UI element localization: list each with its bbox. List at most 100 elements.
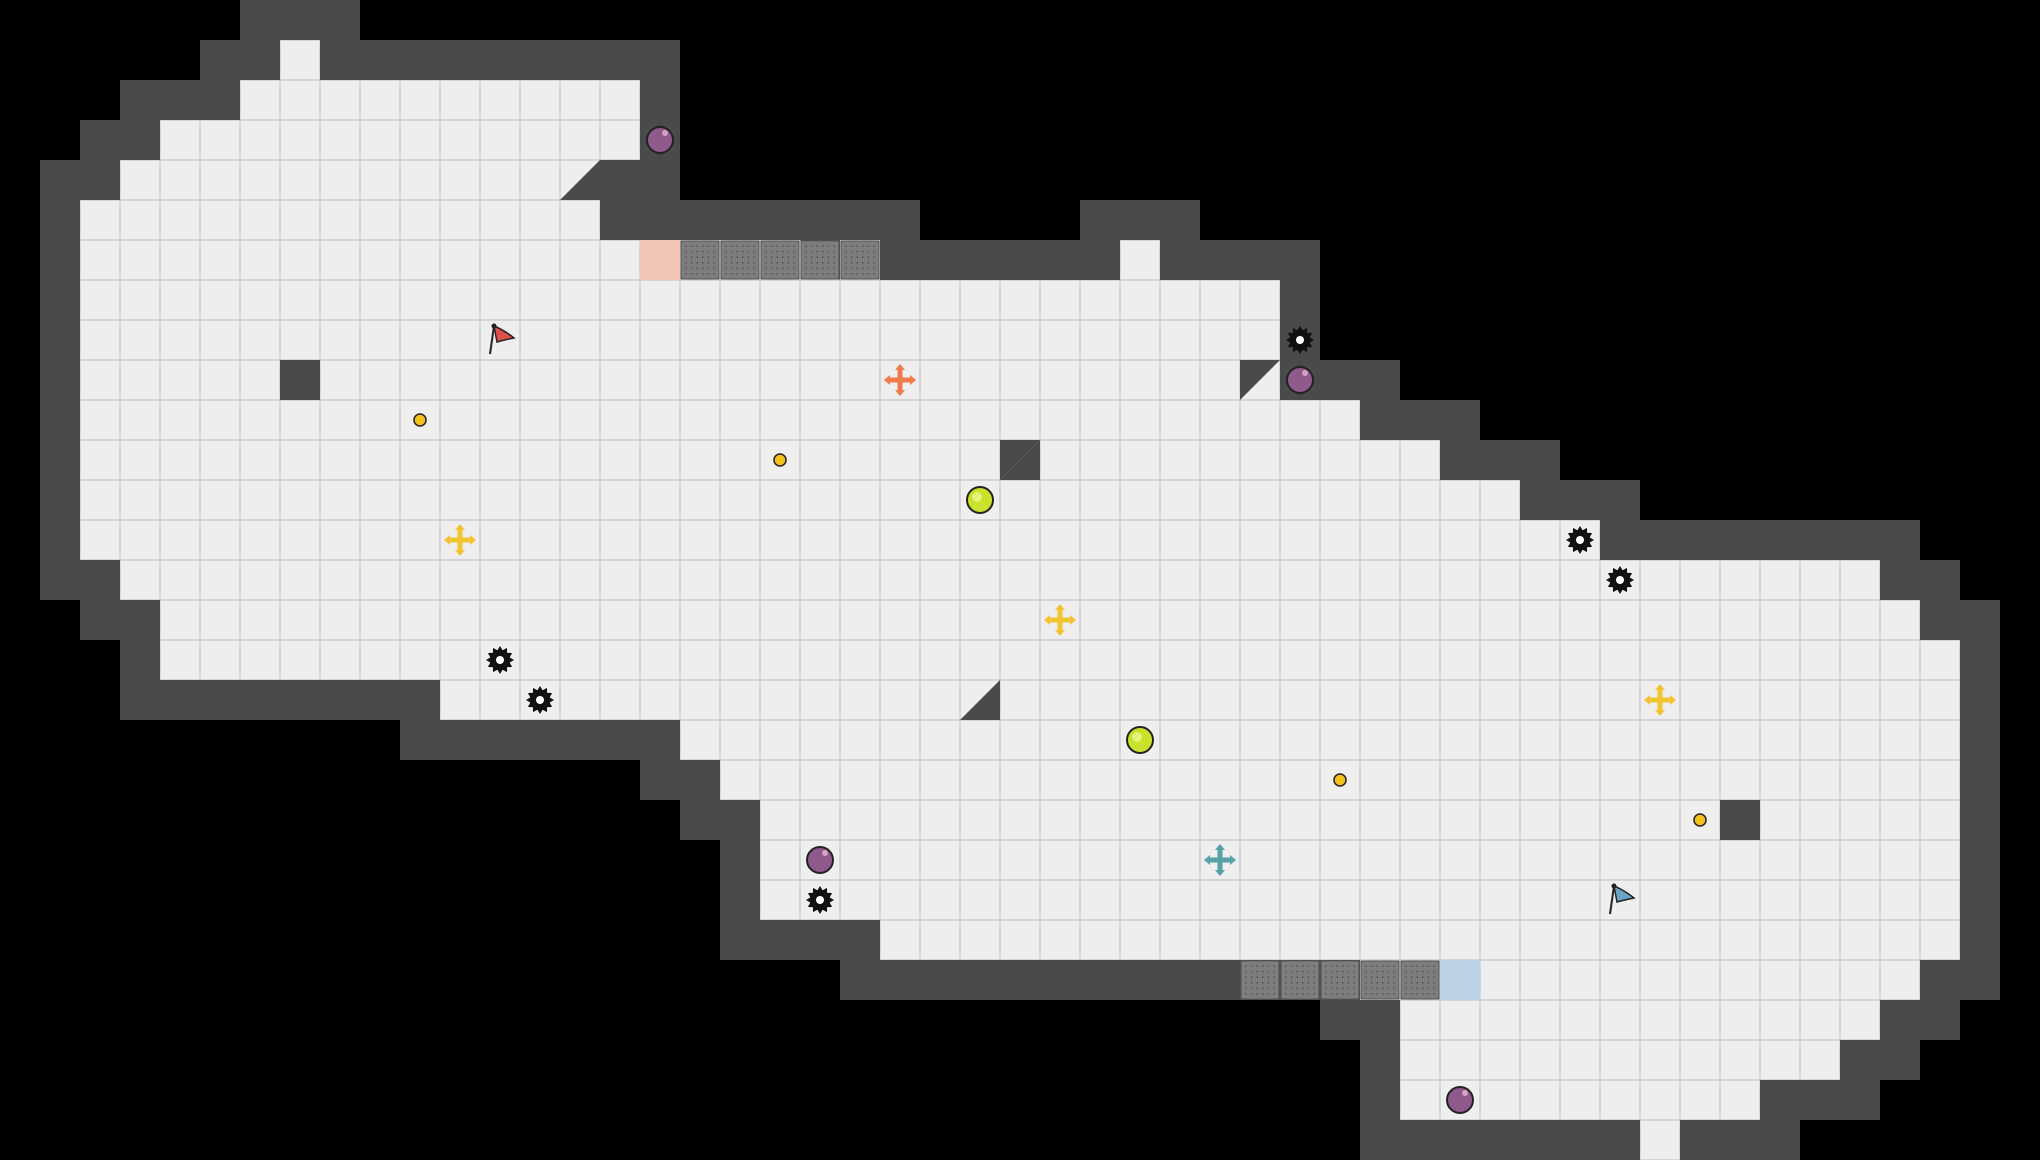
floor-tile (1040, 560, 1080, 600)
gate-grid-dot (1285, 987, 1287, 990)
gate-grid-dot (856, 267, 859, 270)
yellow-boost-icon[interactable] (444, 524, 476, 556)
floor-tile (1560, 800, 1600, 840)
red-team-zone (640, 240, 680, 280)
floor-tile (1920, 840, 1960, 880)
red-boost-icon[interactable] (884, 364, 916, 396)
floor-tile (1480, 920, 1520, 960)
gate-icon[interactable] (800, 240, 840, 280)
floor-tile (1400, 800, 1440, 840)
floor-tile (440, 680, 480, 720)
gate-grid-dot (1393, 981, 1395, 984)
floor-tile (1120, 320, 1160, 360)
gate-grid-dot (1410, 981, 1413, 984)
gate-icon[interactable] (840, 240, 880, 280)
floor-tile (1640, 560, 1680, 600)
bomb-icon[interactable] (1286, 366, 1314, 394)
bomb-icon[interactable] (806, 846, 834, 874)
yellow-boost-icon[interactable] (1044, 604, 1076, 636)
gate-grid-dot (776, 267, 779, 270)
bomb-icon[interactable] (1446, 1086, 1474, 1114)
floor-tile (1920, 920, 1960, 960)
floor-tile (800, 400, 840, 440)
wall-tile (80, 120, 120, 160)
floor-tile (360, 200, 400, 240)
blue-flag-icon[interactable] (1609, 883, 1636, 915)
gate-grid-dot (873, 256, 875, 259)
wall-tile (40, 520, 80, 560)
boost-arm-horizontal (1647, 697, 1673, 703)
gate-icon[interactable] (1280, 960, 1320, 1000)
floor-tile (440, 400, 480, 440)
gate-grid-dot (810, 273, 813, 275)
gate-grid-dot (867, 273, 870, 275)
gate-icon[interactable] (1400, 960, 1440, 1000)
wall-tile (200, 40, 240, 80)
floor-tile (160, 240, 200, 280)
red-flag-icon[interactable] (489, 323, 516, 355)
token-icon[interactable] (413, 413, 427, 427)
wall-tile (1960, 880, 2000, 920)
object-layer[interactable] (413, 126, 1707, 1114)
floor-tile (480, 160, 520, 200)
floor-tile (840, 640, 880, 680)
floor-tile (1720, 680, 1760, 720)
floor-tile (1160, 920, 1200, 960)
floor-tile (1920, 640, 1960, 680)
gate-grid-dot (1433, 970, 1435, 973)
wall-tile (1680, 520, 1720, 560)
gate-grid-dot (690, 245, 693, 247)
gate-icon[interactable] (1320, 960, 1360, 1000)
floor-tile (1680, 1040, 1720, 1080)
gate-icon[interactable] (1360, 960, 1400, 1000)
floor-tile (1360, 880, 1400, 920)
floor-tile (680, 480, 720, 520)
wall-tile (560, 720, 600, 760)
floor-tile (1080, 680, 1120, 720)
floor-tile (1880, 640, 1920, 680)
wall-tile (40, 160, 80, 200)
gate-grid-dot (1267, 976, 1270, 979)
floor-tile (1840, 1000, 1880, 1040)
gate-grid-dot (701, 273, 704, 275)
floor-tile (1280, 480, 1320, 520)
floor-tile (1000, 640, 1040, 680)
gate-grid-dot (741, 273, 744, 275)
floor-tile (1680, 600, 1720, 640)
wall-tile (960, 240, 1000, 280)
gate-icon[interactable] (720, 240, 760, 280)
token-icon[interactable] (1333, 773, 1347, 787)
blue-boost-icon[interactable] (1204, 844, 1236, 876)
floor-tile (1280, 880, 1320, 920)
wall-tile (1880, 520, 1920, 560)
gate-grid-dot (787, 261, 790, 264)
gate-grid-dot (690, 273, 693, 275)
floor-tile (1000, 360, 1040, 400)
gate-grid-dot (1256, 970, 1259, 973)
floor-tile (1920, 800, 1960, 840)
gate-grid-dot (696, 245, 699, 247)
yellow-boost-icon[interactable] (1644, 684, 1676, 716)
gate-icon[interactable] (680, 240, 720, 280)
floor-tile (1040, 640, 1080, 680)
gate-icon[interactable] (760, 240, 800, 280)
floor-tile (1320, 840, 1360, 880)
floor-tile (80, 480, 120, 520)
floor-tile (880, 440, 920, 480)
gate-grid-dot (1261, 993, 1264, 995)
boost-arrow-right (1670, 695, 1676, 705)
token-icon[interactable] (773, 453, 787, 467)
floor-tile (1720, 1080, 1760, 1120)
flag-pole-top (1611, 883, 1617, 889)
floor-tile (1120, 760, 1160, 800)
token-icon[interactable] (1693, 813, 1707, 827)
floor-tile (600, 600, 640, 640)
gate-grid-dot (725, 245, 727, 247)
gate-grid-dot (736, 250, 739, 253)
gate-icon[interactable] (1240, 960, 1280, 1000)
gate-grid-dot (1410, 987, 1413, 990)
bomb-icon[interactable] (646, 126, 674, 154)
floor-tile (1040, 280, 1080, 320)
gate-grid-dot (1381, 970, 1384, 973)
